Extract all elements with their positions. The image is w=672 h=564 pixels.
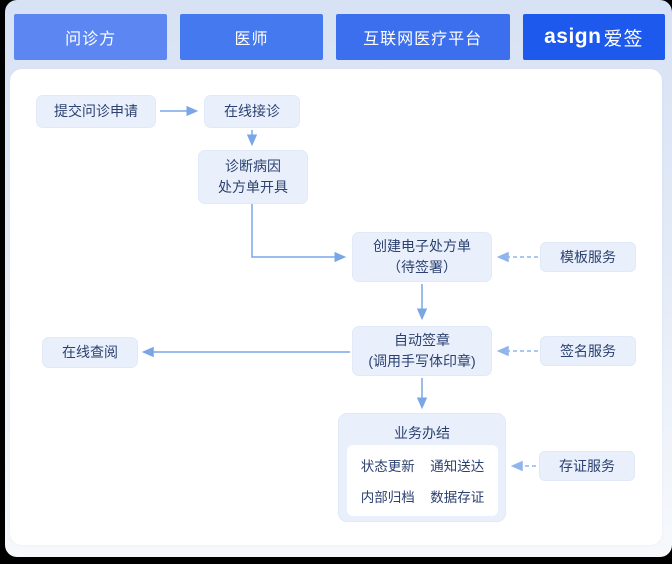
lane-platform: 互联网医疗平台: [335, 14, 510, 60]
node-diagnose-prescribe: 诊断病因 处方单开具: [198, 150, 308, 204]
service-evidence-label: 存证服务: [559, 458, 615, 474]
service-signature: 签名服务: [540, 336, 636, 366]
lane-patient-label: 问诊方: [65, 31, 117, 48]
node-create-line1: 创建电子处方单: [373, 238, 471, 254]
lane-header: 问诊方 医师 互联网医疗平台 asign 爱签: [14, 14, 665, 60]
node-online-review-label: 在线查阅: [62, 344, 118, 360]
node-business-complete: 业务办结 状态更新 通知送达 内部归档 数据存证: [338, 413, 506, 522]
service-template-label: 模板服务: [560, 249, 616, 265]
node-auto-sign-line2: (调用手写体印章): [368, 353, 476, 369]
node-online-reception-label: 在线接诊: [224, 103, 280, 119]
node-auto-sign: 自动签章 (调用手写体印章): [352, 326, 492, 376]
lane-platform-label: 互联网医疗平台: [363, 31, 483, 48]
node-diagnose-line1: 诊断病因: [225, 158, 281, 174]
lane-doctor: 医师: [180, 14, 323, 60]
node-auto-sign-line1: 自动签章: [394, 332, 450, 348]
node-diagnose-line2: 处方单开具: [218, 179, 288, 195]
service-template: 模板服务: [540, 242, 636, 272]
node-online-reception: 在线接诊: [204, 95, 300, 128]
lane-patient: 问诊方: [14, 14, 168, 60]
service-signature-label: 签名服务: [560, 343, 616, 359]
business-complete-items: 状态更新 通知送达 内部归档 数据存证: [347, 445, 498, 516]
complete-item-status-update: 状态更新: [360, 458, 415, 474]
asign-logo-latin: asign: [544, 25, 602, 48]
node-create-eprescription: 创建电子处方单 （待签署）: [352, 232, 492, 282]
lane-asign-brand: asign 爱签: [522, 14, 665, 60]
service-evidence: 存证服务: [539, 451, 635, 481]
lane-doctor-label: 医师: [234, 31, 269, 48]
complete-item-notify-delivery: 通知送达: [430, 458, 485, 474]
node-business-complete-title: 业务办结: [394, 425, 450, 441]
asign-logo-chinese: 爱签: [603, 28, 644, 50]
node-online-review: 在线查阅: [42, 337, 138, 368]
complete-item-data-evidence: 数据存证: [430, 490, 485, 506]
node-create-line2: （待签署）: [387, 259, 457, 275]
complete-item-internal-archive: 内部归档: [360, 490, 415, 506]
node-submit-request: 提交问诊申请: [36, 95, 156, 128]
node-submit-request-label: 提交问诊申请: [54, 103, 138, 119]
